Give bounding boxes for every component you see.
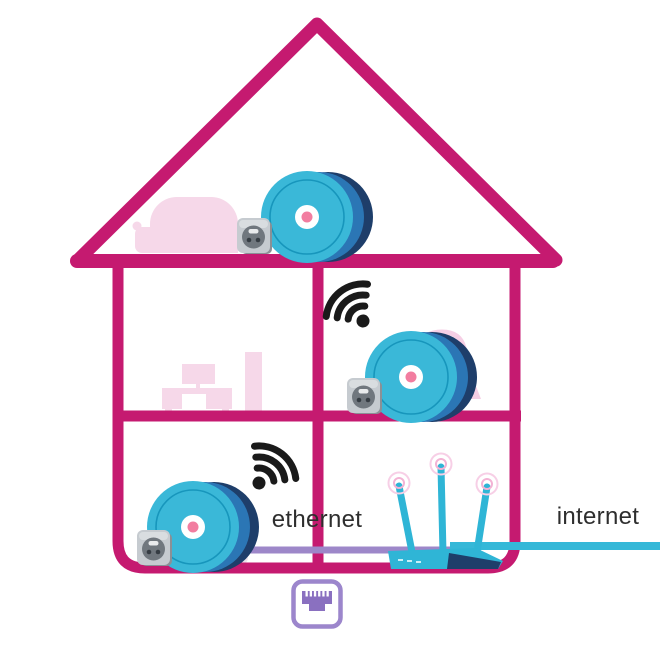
ethernet-port-icon xyxy=(291,579,343,629)
wifi-icon xyxy=(320,276,388,343)
wall-socket-icon xyxy=(137,530,172,566)
router-antennas xyxy=(395,463,491,557)
wall-socket-icon xyxy=(347,378,382,414)
powerline-adapter-attic xyxy=(237,170,374,264)
roof xyxy=(71,17,563,267)
wall-socket-icon xyxy=(237,218,272,254)
wifi-router xyxy=(387,452,503,569)
outer-walls xyxy=(112,266,521,574)
router-front-panel xyxy=(447,553,501,569)
router-leds xyxy=(398,559,421,563)
internet-label: internet xyxy=(556,503,640,530)
cabinet-silhouette xyxy=(245,352,262,413)
house-frame xyxy=(70,17,563,574)
couch-silhouette xyxy=(132,197,240,253)
powerline-adapter-middle xyxy=(347,330,478,424)
desk-silhouette xyxy=(162,364,232,413)
ethernet-label: ethernet xyxy=(271,506,363,533)
adapter-disc xyxy=(260,170,374,264)
